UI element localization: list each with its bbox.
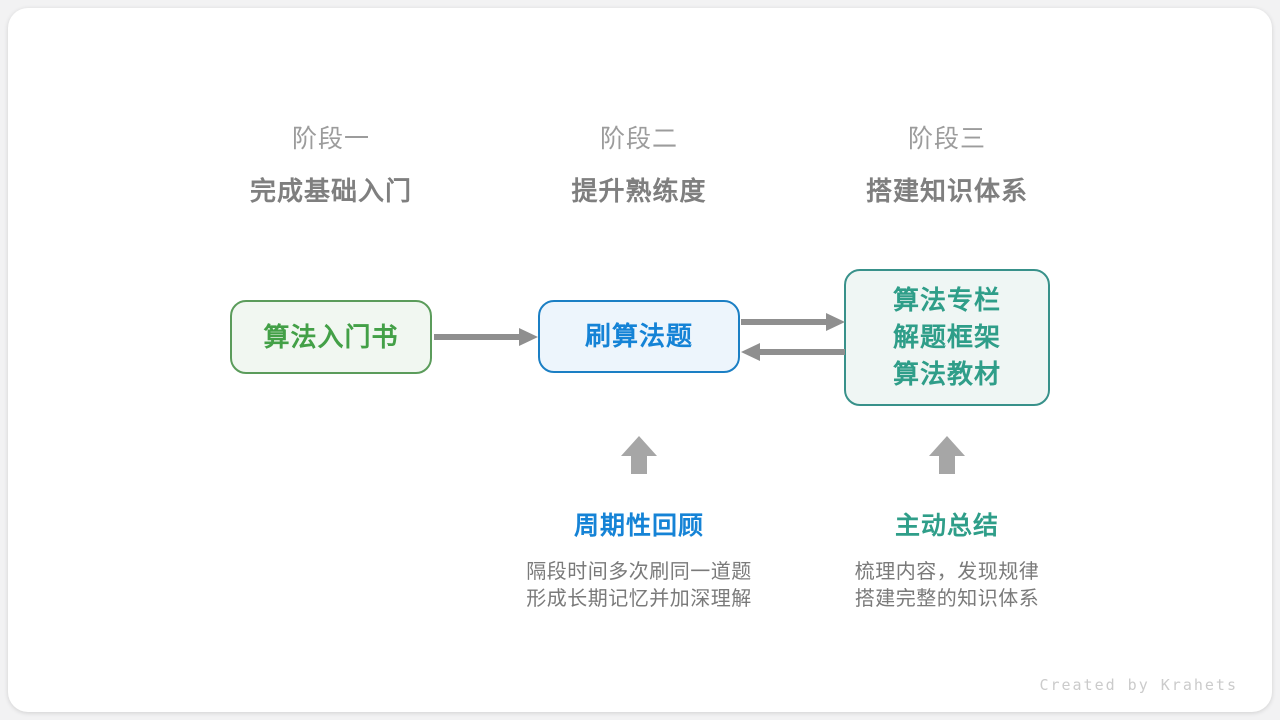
annotation-review-desc-line-2: 形成长期记忆并加深理解 bbox=[526, 588, 752, 610]
annotation-summary-title: 主动总结 bbox=[894, 512, 999, 540]
annotation-review-desc-line-1: 隔段时间多次刷同一道题 bbox=[526, 561, 752, 583]
stage-2-subtitle: 提升熟练度 bbox=[571, 176, 707, 206]
annotation-summary-desc-line-1: 梳理内容，发现规律 bbox=[854, 561, 1040, 583]
stage-1-label: 阶段一 bbox=[291, 125, 370, 153]
stage-3-subtitle: 搭建知识体系 bbox=[865, 176, 1028, 206]
annotation-review-desc: 隔段时间多次刷同一道题 形成长期记忆并加深理解 bbox=[469, 559, 809, 613]
node-intro-book: 算法入门书 bbox=[230, 300, 432, 374]
stage-1-subtitle: 完成基础入门 bbox=[249, 176, 412, 206]
stage-3-label: 阶段三 bbox=[907, 125, 986, 153]
node-practice: 刷算法题 bbox=[538, 300, 740, 373]
annotation-summary-desc-line-2: 搭建完整的知识体系 bbox=[854, 588, 1040, 610]
node-knowledge-line-2: 解题框架 bbox=[892, 322, 1001, 352]
stage-2-label: 阶段二 bbox=[599, 125, 678, 153]
node-intro-book-label: 算法入门书 bbox=[263, 321, 399, 352]
node-knowledge: 算法专栏 解题框架 算法教材 bbox=[844, 269, 1050, 406]
node-knowledge-line-1: 算法专栏 bbox=[892, 285, 1001, 315]
node-practice-label: 刷算法题 bbox=[584, 321, 693, 351]
node-knowledge-line-3: 算法教材 bbox=[892, 359, 1001, 389]
credit-text: Created by Krahets bbox=[1039, 676, 1238, 694]
annotation-review-title: 周期性回顾 bbox=[573, 512, 704, 540]
diagram-card: 阶段一 完成基础入门 阶段二 提升熟练度 阶段三 搭建知识体系 算法入门书 刷算… bbox=[8, 8, 1272, 712]
annotation-summary-desc: 梳理内容，发现规律 搭建完整的知识体系 bbox=[777, 559, 1117, 613]
